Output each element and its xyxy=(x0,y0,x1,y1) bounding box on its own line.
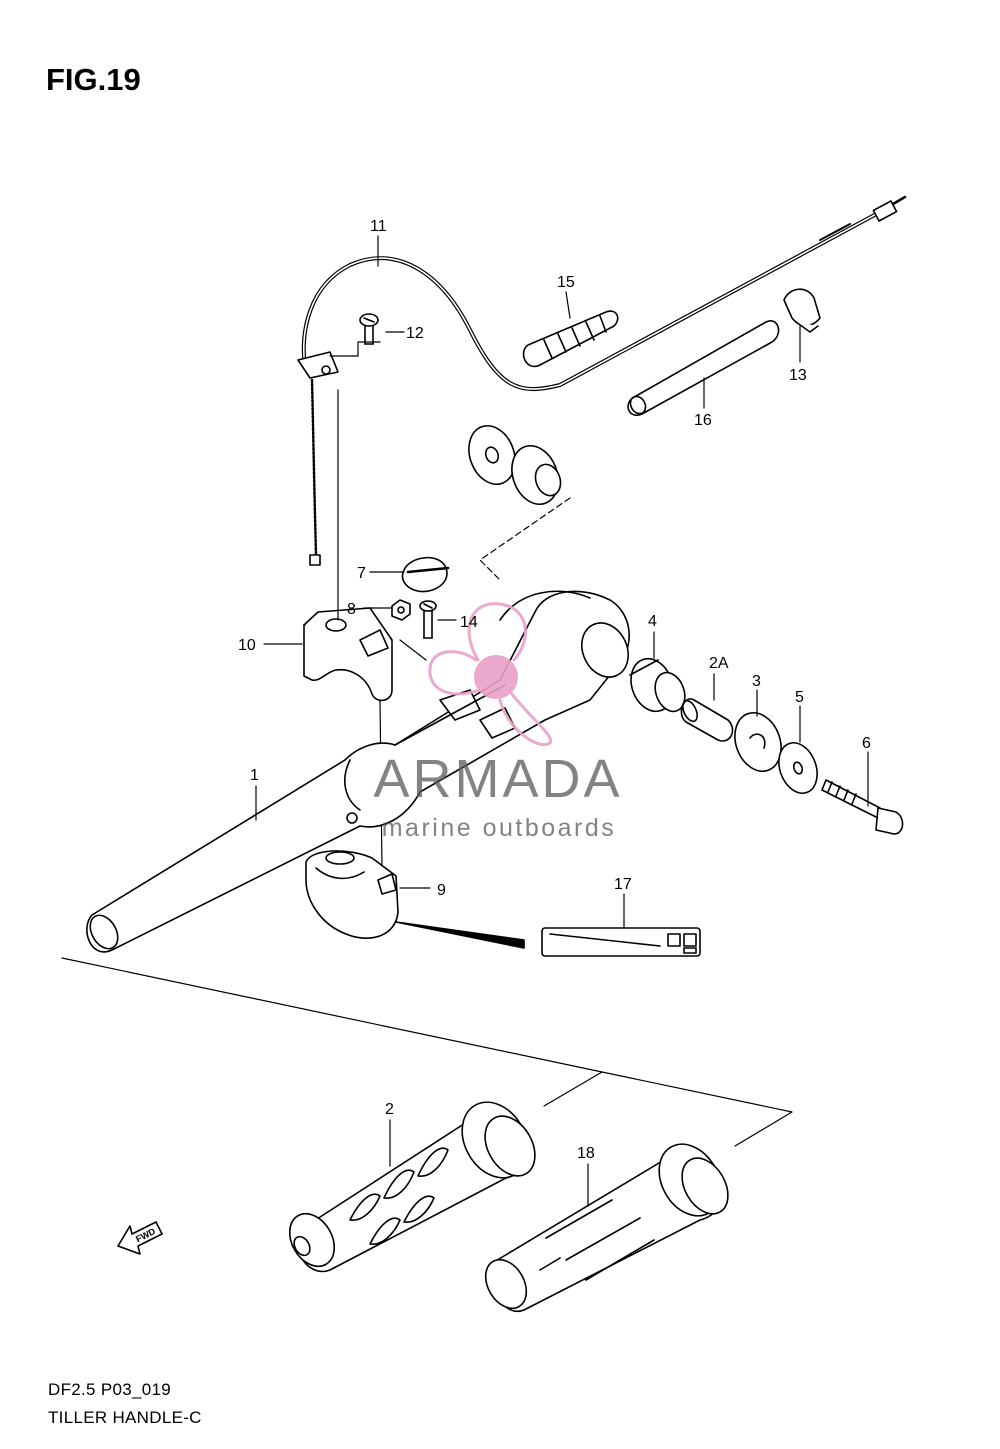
callout-12: 11 xyxy=(370,218,387,235)
callout-2: 2 xyxy=(385,1101,394,1118)
callout-15: 14 xyxy=(460,614,478,631)
callout-13: 12 xyxy=(406,325,424,342)
spiral-sleeve-16 xyxy=(522,310,619,368)
guide-line-grip-2 xyxy=(61,957,603,1107)
callout-10: 9 xyxy=(437,882,446,899)
callout-2a: 18 xyxy=(577,1145,595,1162)
screw-13 xyxy=(359,313,379,345)
callout-14: 13 xyxy=(789,367,807,384)
fwd-arrow-icon: FWD xyxy=(117,1221,163,1255)
bushing-5 xyxy=(629,657,686,713)
lower-clamp-10 xyxy=(305,850,399,939)
grip-2a xyxy=(484,1143,729,1313)
guide-line-grip-2a xyxy=(601,1071,793,1147)
callout-7: 6 xyxy=(862,735,871,752)
callout-11: 10 xyxy=(238,637,256,654)
callout-5: 4 xyxy=(648,613,657,630)
figure-name: TILLER HANDLE-C xyxy=(48,1408,202,1427)
callout-labels: 11 12 15 13 16 7 8 14 10 4 2A 3 5 6 1 9 … xyxy=(238,218,871,1162)
watermark-tagline: marine outboards xyxy=(381,814,617,842)
clamp-14 xyxy=(783,288,821,333)
leader-lines xyxy=(255,235,869,1207)
figure-code: DF2.5 P03_019 xyxy=(48,1380,171,1399)
figure-title: FIG.19 xyxy=(46,62,141,97)
callout-17: 16 xyxy=(694,412,712,429)
grip-2 xyxy=(288,1101,536,1273)
collar-3 xyxy=(680,698,734,742)
callout-16: 15 xyxy=(557,274,575,291)
callout-18: 17 xyxy=(614,876,632,893)
protector-tube-17 xyxy=(627,320,780,416)
collar-upper xyxy=(511,445,562,505)
throttle-cable xyxy=(297,195,907,566)
upper-clamp-11 xyxy=(303,607,393,702)
guide-line-upper xyxy=(479,497,571,581)
wave-washer-4 xyxy=(734,712,782,772)
callout-9: 8 xyxy=(347,601,356,618)
label-18 xyxy=(395,921,701,957)
washer-6 xyxy=(778,742,818,794)
callout-3: 2A xyxy=(709,655,729,672)
callout-6: 5 xyxy=(795,689,804,706)
washer-upper xyxy=(468,425,516,485)
callout-4: 3 xyxy=(752,673,761,690)
watermark-logo-icon xyxy=(428,602,553,747)
callout-1: 1 xyxy=(250,767,259,784)
watermark-brand: ARMADA xyxy=(373,749,623,809)
nut-9 xyxy=(391,599,411,621)
callout-8: 7 xyxy=(357,565,366,582)
screw-15 xyxy=(419,600,437,639)
guide-line-9 xyxy=(399,639,427,661)
tiller-handle-1 xyxy=(86,590,630,953)
cap-8 xyxy=(401,556,450,593)
bolt-7 xyxy=(821,779,904,835)
